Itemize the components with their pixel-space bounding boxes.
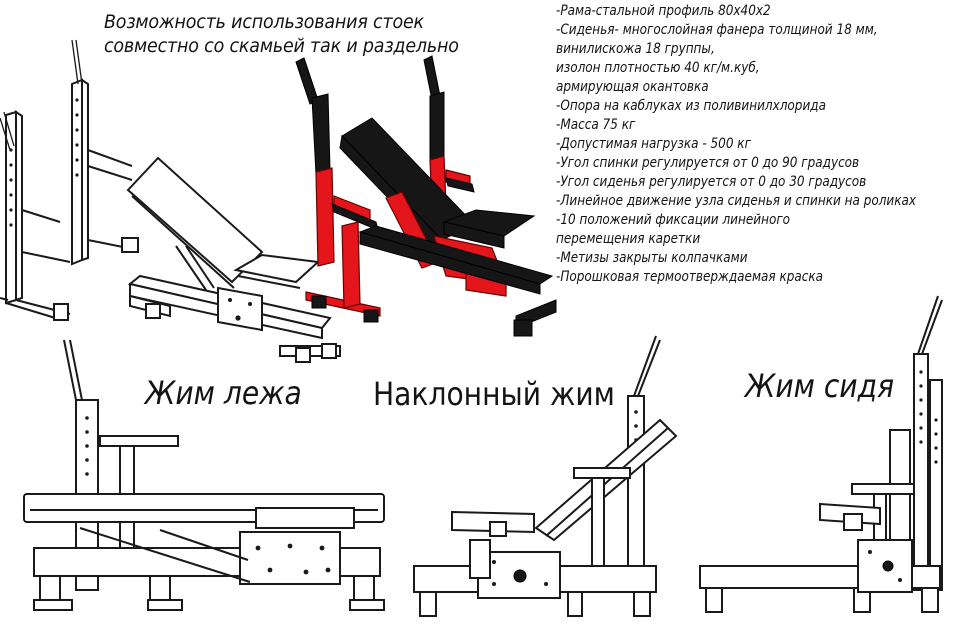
spec-line: -Допустимая нагрузка - 500 кг bbox=[556, 136, 751, 152]
incline-press-drawing bbox=[413, 335, 678, 617]
spec-line: -Сиденья- многослойная фанера толщиной 1… bbox=[556, 22, 878, 38]
spec-line: -Метизы закрыты колпачками bbox=[556, 250, 748, 266]
caption-incline-press: Наклонный жим bbox=[373, 375, 615, 413]
caption-seated-press: Жим сидя bbox=[745, 367, 895, 405]
spec-line: -Угол спинки регулируется от 0 до 90 гра… bbox=[556, 155, 860, 171]
rack-drawing-left bbox=[0, 39, 139, 321]
spec-list: -Рама-стальной профиль 80х40х2 -Сиденья-… bbox=[556, 2, 926, 287]
spec-line: -10 положений фиксации линейного bbox=[556, 212, 791, 228]
bench-drawing-left bbox=[126, 156, 341, 363]
spec-line: -Опора на каблуках из поливинилхлорида bbox=[556, 98, 826, 114]
seated-press-drawing bbox=[699, 295, 943, 613]
flat-press-drawing bbox=[23, 339, 385, 611]
spec-line: -Рама-стальной профиль 80х40х2 bbox=[556, 3, 771, 19]
spec-line: -Линейное движение узла сиденья и спинки… bbox=[556, 193, 917, 209]
spec-line: перемещения каретки bbox=[556, 231, 701, 247]
headline: Возможность использования стоек совместн… bbox=[104, 10, 459, 58]
spec-line: винилискожа 18 группы, bbox=[556, 41, 715, 57]
caption-flat-press: Жим лежа bbox=[145, 374, 302, 412]
bench-render-red bbox=[295, 55, 557, 337]
spec-line: -Масса 75 кг bbox=[556, 117, 636, 133]
spec-line: -Порошковая термоотверждаемая краска bbox=[556, 269, 824, 285]
spec-line: -Угол сиденья регулируется от 0 до 30 гр… bbox=[556, 174, 867, 190]
spec-line: армирующая окантовка bbox=[556, 79, 709, 95]
spec-line: изолон плотностью 40 кг/м.куб, bbox=[556, 60, 760, 76]
headline-line-1: Возможность использования стоек bbox=[104, 11, 424, 33]
headline-line-2: совместно со скамьей так и раздельно bbox=[104, 35, 459, 57]
